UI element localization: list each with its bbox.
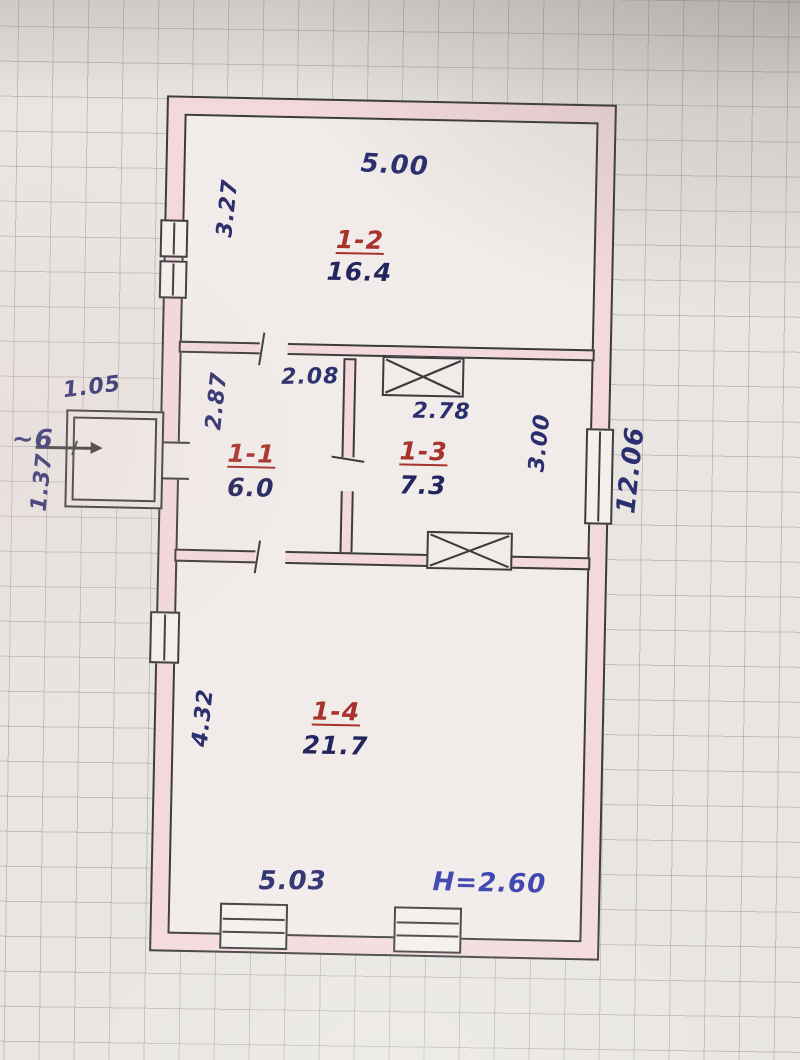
window-room-1-4-bottom-left [219,902,289,951]
window-room-1-2-lower [158,260,188,299]
room-1-2-area: 16.4 [326,256,393,288]
stove-room-1-3-upper [381,355,465,398]
door-opening-1-4 [255,547,286,567]
dim-top-width: 5.00 [359,148,430,183]
floor-plan: 1-2 16.4 1-1 6.0 1-3 7.3 1-4 21.7 5.00 3… [11,95,651,961]
room-1-3-area: 7.3 [398,470,447,501]
stove-hatch-icon [384,358,462,396]
dim-stove-width: 2.78 [412,398,471,425]
room-1-1-area: 6.0 [226,472,275,503]
room-1-1-label: 1-1 [227,438,276,469]
room-1-3-label: 1-3 [399,436,448,467]
dim-partition-width: 2.08 [280,364,340,390]
dim-bottom-width: 5.03 [258,866,327,897]
stove-room-1-3-lower [426,530,513,571]
window-room-1-4-left [149,611,181,664]
dim-porch-mark: ~6 [11,424,54,456]
window-room-1-4-bottom-right [393,906,463,954]
door-opening-1-2 [259,339,288,359]
window-room-1-2-upper [159,219,189,258]
porch-inner-wall [71,416,158,503]
dim-ceiling-height: H=2.60 [432,867,547,900]
window-room-1-3-right [584,428,615,525]
porch-outline [64,409,165,510]
room-1-4-area: 21.7 [302,730,369,761]
room-1-2-label: 1-2 [335,224,385,255]
stove-hatch-icon [429,533,510,569]
room-1-4-label: 1-4 [311,696,361,727]
door-opening-1-1-to-1-3 [337,457,358,492]
